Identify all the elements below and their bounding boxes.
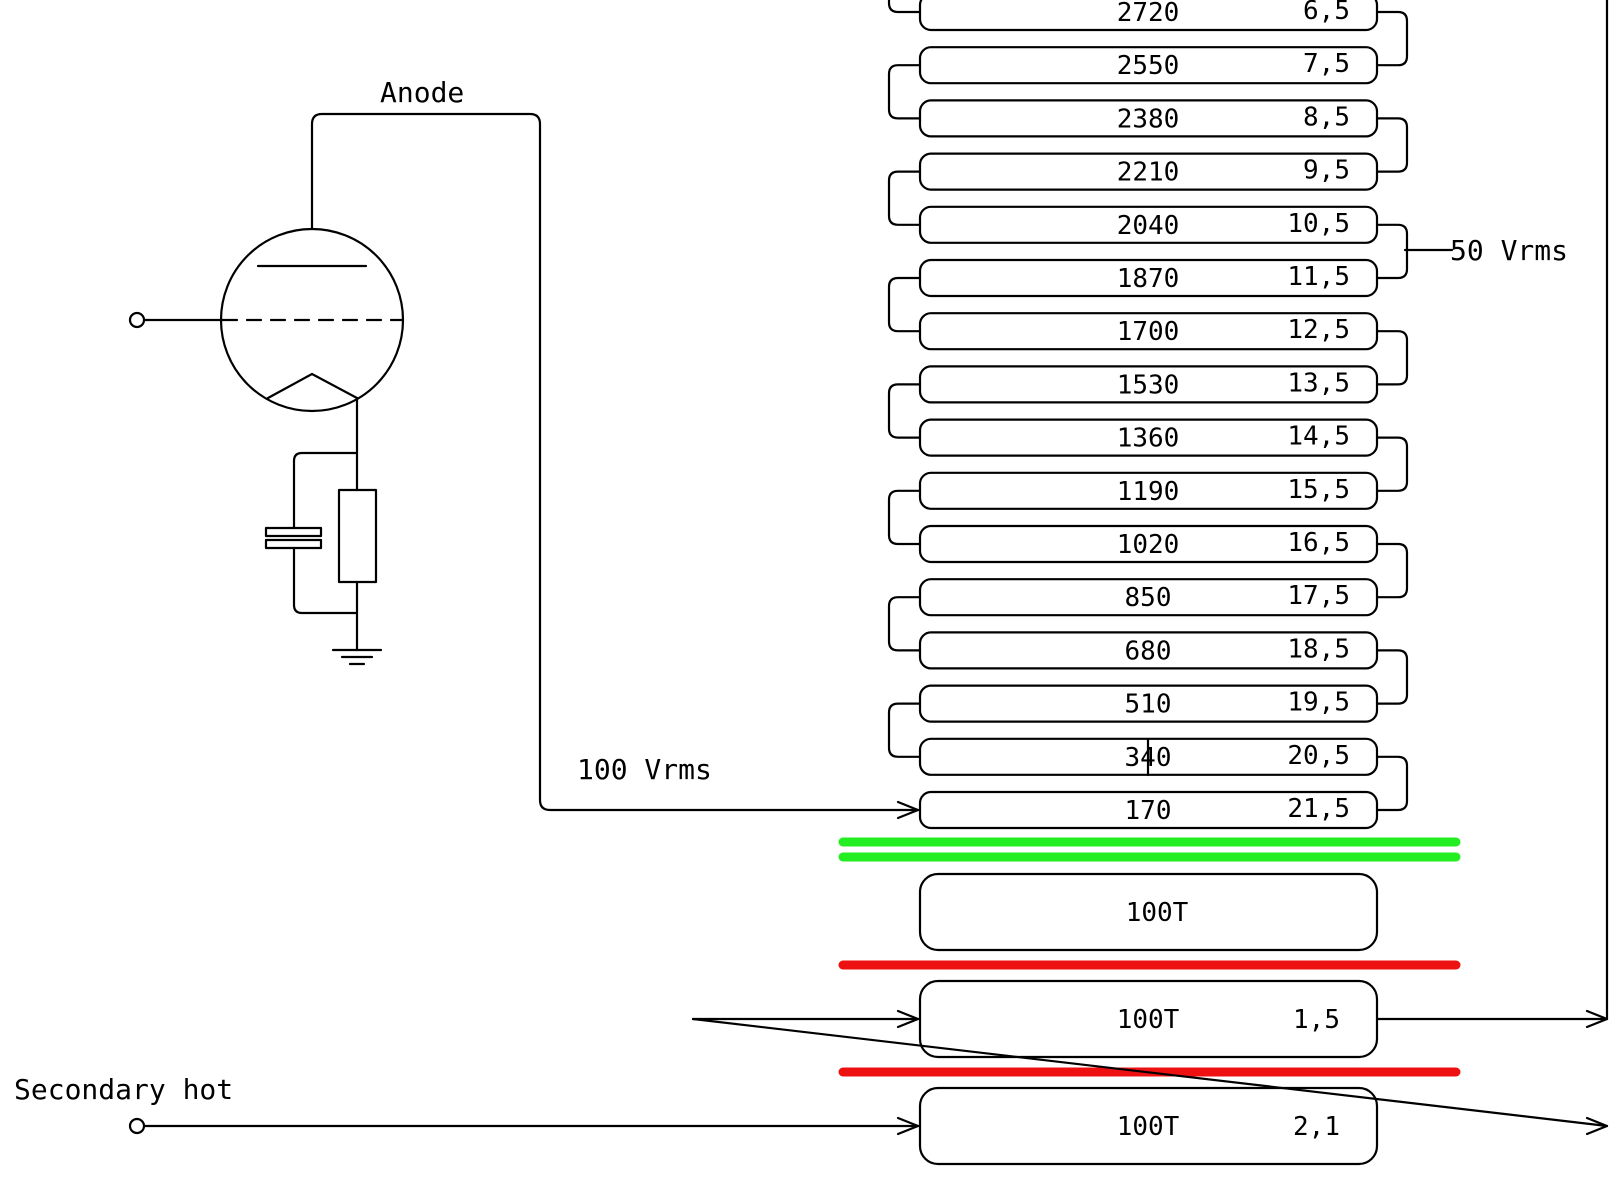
secondary-winding-3: 100T 2,1 (918, 1086, 1379, 1166)
winding-turns: 2210 (1117, 158, 1180, 188)
winding-turns: 2040 (1117, 211, 1180, 241)
primary-winding-section: 1020 16,5 (918, 524, 1379, 564)
winding-value: 14,5 (1287, 422, 1350, 452)
cathode-resistor (337, 488, 378, 584)
series-link (887, 276, 922, 333)
winding-value: 16,5 (1287, 528, 1350, 558)
bypass-capacitor-plate-bottom (264, 538, 323, 550)
winding-value: 12,5 (1287, 315, 1350, 345)
primary-winding-section: 1190 15,5 (918, 471, 1379, 510)
winding-value: 6,5 (1303, 0, 1350, 26)
primary-winding-section: 170 21,5 (918, 790, 1379, 830)
primary-winding-section: 2380 8,5 (918, 99, 1379, 138)
winding-value: 21,5 (1287, 794, 1350, 824)
primary-winding-section: 1530 13,5 (918, 365, 1379, 404)
tube-cathode (266, 372, 359, 400)
primary-winding-section: 2550 7,5 (918, 46, 1379, 85)
tap-voltage-label: 50 Vrms (1450, 234, 1568, 267)
primary-winding-section: 2040 10,5 (918, 205, 1379, 244)
arrowhead (896, 1116, 920, 1136)
winding-value: 8,5 (1303, 102, 1350, 132)
winding-value: 15,5 (1287, 475, 1350, 505)
primary-winding-stack: 2720 6,5 2550 7,5 2380 8,5 2210 9,5 2040 10,5 1870… (887, 0, 1409, 830)
winding-value: 9,5 (1303, 156, 1350, 186)
secondary-winding-2: 100T 1,5 (918, 979, 1379, 1059)
cathode-network (264, 396, 383, 666)
primary-winding-section: 1870 11,5 (918, 258, 1379, 298)
primary-winding-section: 680 18,5 (918, 631, 1379, 670)
winding-value: 7,5 (1303, 49, 1350, 79)
winding-value: 13,5 (1287, 368, 1350, 398)
primary-winding-section: 850 17,5 (918, 578, 1379, 617)
capacitor-bottom-lead (292, 546, 359, 615)
secondary-hot-terminal (128, 1117, 146, 1135)
winding-turns: 1020 (1117, 530, 1180, 560)
winding-box (918, 1086, 1379, 1166)
series-link (1375, 755, 1409, 812)
series-link (887, 596, 922, 652)
anode-arrowhead (896, 800, 920, 820)
secondary-winding-1: 100T (918, 872, 1379, 952)
primary-winding-section: 2210 9,5 (918, 152, 1379, 191)
series-link (887, 170, 922, 226)
winding-turns: 510 (1125, 690, 1172, 720)
arrowhead (1585, 1116, 1609, 1136)
series-link (1375, 117, 1409, 173)
winding-value: 18,5 (1287, 634, 1350, 664)
winding-turns: 850 (1125, 583, 1172, 613)
winding-value: 11,5 (1287, 262, 1350, 292)
winding-turns: 2550 (1117, 51, 1180, 81)
winding-value: 20,5 (1287, 741, 1350, 771)
series-link (1375, 649, 1409, 705)
winding-turns: 100T (1126, 898, 1189, 928)
series-link (887, 383, 922, 439)
cross-wire (691, 1017, 1609, 1128)
drive-voltage-label: 100 Vrms (577, 753, 712, 786)
winding-turns: 2380 (1117, 104, 1180, 134)
series-link (1375, 223, 1409, 280)
winding-turns: 1700 (1117, 317, 1180, 347)
series-link (887, 64, 922, 120)
triode-tube (219, 227, 405, 413)
winding-turns: 1530 (1117, 370, 1180, 400)
grid-input-terminal (128, 311, 146, 329)
winding-value: 2,1 (1293, 1112, 1340, 1142)
winding-value: 1,5 (1293, 1005, 1340, 1035)
series-link (887, 489, 922, 546)
winding-turns: 2720 (1117, 0, 1180, 28)
primary-winding-section: 2720 6,5 (918, 0, 1379, 32)
anode-wire (310, 112, 920, 812)
winding-turns: 1190 (1117, 477, 1180, 507)
winding-turns: 170 (1125, 796, 1172, 826)
winding-value: 19,5 (1287, 688, 1350, 718)
winding-box (918, 872, 1379, 952)
series-link (887, 702, 922, 758)
anode-label: Anode (380, 76, 464, 109)
winding-turns: 1360 (1117, 424, 1180, 454)
primary-winding-section: 1700 12,5 (918, 312, 1379, 351)
arrowhead (896, 1009, 920, 1029)
series-link (1375, 10, 1409, 67)
series-link (1375, 436, 1409, 492)
winding-value: 17,5 (1287, 581, 1350, 611)
bypass-capacitor-plate-top (264, 526, 323, 538)
series-link (1375, 330, 1409, 386)
series-link (887, 0, 922, 14)
capacitor-top-lead (292, 451, 359, 530)
primary-winding-section: 1360 14,5 (918, 418, 1379, 457)
winding-turns: 100T (1117, 1112, 1180, 1142)
winding-turns: 680 (1125, 636, 1172, 666)
winding-turns: 1870 (1117, 264, 1180, 294)
winding-turns: 100T (1117, 1005, 1180, 1035)
winding-value: 10,5 (1287, 209, 1350, 239)
primary-winding-section: 510 19,5 (918, 684, 1379, 723)
series-link (1375, 542, 1409, 599)
ground-icon (331, 648, 383, 666)
secondary-hot-label: Secondary hot (14, 1073, 233, 1106)
